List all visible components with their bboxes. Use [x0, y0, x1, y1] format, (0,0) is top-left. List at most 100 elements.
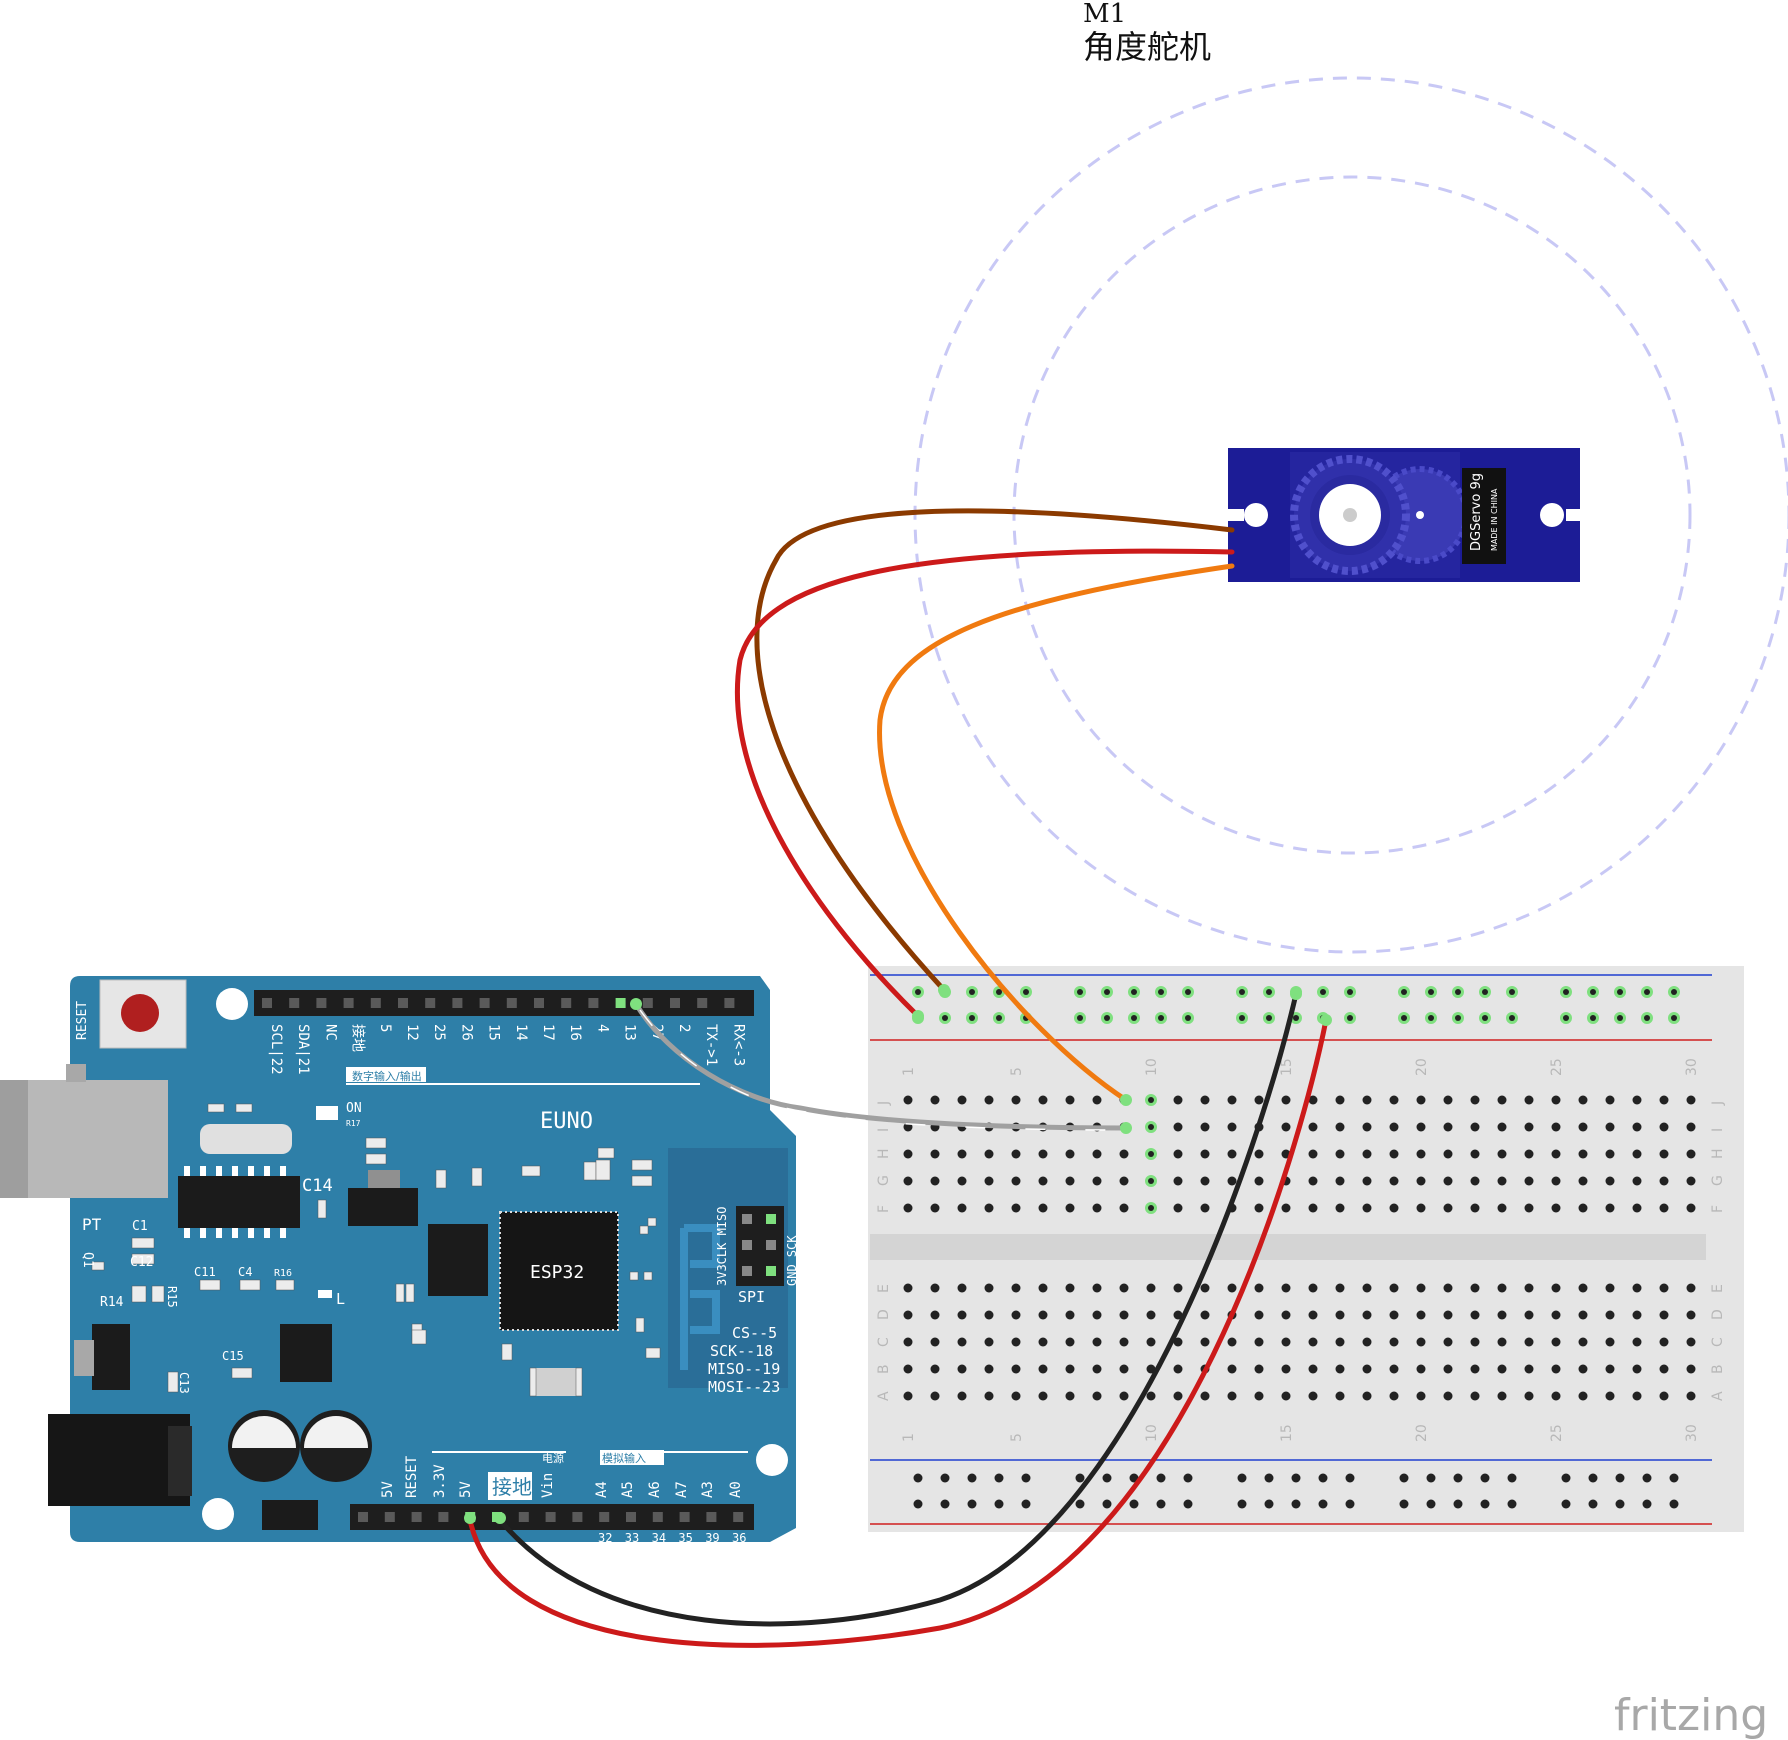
- bb-hole[interactable]: [1389, 1122, 1399, 1132]
- bb-hole[interactable]: [930, 1310, 940, 1320]
- bb-hole[interactable]: [984, 1310, 994, 1320]
- bb-hole[interactable]: [1497, 1149, 1507, 1159]
- header-pin[interactable]: [358, 1512, 368, 1522]
- rail-hole[interactable]: [1237, 1499, 1247, 1509]
- bb-hole[interactable]: [1497, 1337, 1507, 1347]
- bb-hole[interactable]: [1281, 1391, 1291, 1401]
- header-pin[interactable]: [425, 998, 436, 1008]
- bb-hole[interactable]: [1119, 1337, 1129, 1347]
- bb-hole[interactable]: [1416, 1310, 1426, 1320]
- rail-hole[interactable]: [1453, 1499, 1463, 1509]
- bb-hole[interactable]: [1119, 1391, 1129, 1401]
- bb-hole[interactable]: [1200, 1203, 1210, 1213]
- bb-hole[interactable]: [1389, 1203, 1399, 1213]
- rail-hole[interactable]: [1588, 1499, 1598, 1509]
- bb-hole[interactable]: [1578, 1176, 1588, 1186]
- bb-hole[interactable]: [1659, 1391, 1669, 1401]
- rail-hole[interactable]: [1264, 1473, 1274, 1483]
- rail-hole[interactable]: [967, 1473, 977, 1483]
- bb-hole[interactable]: [1497, 1176, 1507, 1186]
- header-pin[interactable]: [642, 998, 653, 1008]
- bb-hole[interactable]: [1281, 1310, 1291, 1320]
- bb-hole[interactable]: [1173, 1391, 1183, 1401]
- bb-hole[interactable]: [1335, 1283, 1345, 1293]
- bb-hole[interactable]: [1281, 1122, 1291, 1132]
- bb-hole[interactable]: [1470, 1149, 1480, 1159]
- rail-hole[interactable]: [1345, 1499, 1355, 1509]
- bb-hole[interactable]: [1281, 1283, 1291, 1293]
- bb-hole[interactable]: [1632, 1364, 1642, 1374]
- bb-hole[interactable]: [1686, 1203, 1696, 1213]
- bb-hole[interactable]: [1146, 1364, 1156, 1374]
- bb-hole[interactable]: [1281, 1095, 1291, 1105]
- rail-hole[interactable]: [1480, 1499, 1490, 1509]
- bb-hole[interactable]: [1254, 1337, 1264, 1347]
- bb-hole[interactable]: [1497, 1095, 1507, 1105]
- bb-hole[interactable]: [1281, 1364, 1291, 1374]
- bb-hole[interactable]: [1578, 1310, 1588, 1320]
- bb-hole[interactable]: [903, 1364, 913, 1374]
- bb-hole[interactable]: [1443, 1095, 1453, 1105]
- rail-hole[interactable]: [1291, 1473, 1301, 1483]
- rail-hole[interactable]: [913, 1473, 923, 1483]
- bb-hole[interactable]: [1551, 1149, 1561, 1159]
- bb-hole[interactable]: [1632, 1310, 1642, 1320]
- header-pin[interactable]: [599, 1512, 610, 1522]
- bb-hole[interactable]: [1308, 1176, 1318, 1186]
- bb-hole[interactable]: [1632, 1122, 1642, 1132]
- bb-hole[interactable]: [1497, 1122, 1507, 1132]
- header-pin[interactable]: [670, 998, 680, 1008]
- bb-hole[interactable]: [1524, 1337, 1534, 1347]
- rail-hole[interactable]: [1102, 1499, 1112, 1509]
- bb-hole[interactable]: [1119, 1176, 1129, 1186]
- header-pin[interactable]: [652, 1512, 663, 1522]
- bb-hole[interactable]: [1605, 1203, 1615, 1213]
- bb-hole[interactable]: [1389, 1149, 1399, 1159]
- header-pin[interactable]: [518, 1512, 529, 1522]
- bb-hole[interactable]: [1362, 1364, 1372, 1374]
- bb-hole[interactable]: [984, 1283, 994, 1293]
- bb-hole[interactable]: [1443, 1149, 1453, 1159]
- bb-hole[interactable]: [1038, 1283, 1048, 1293]
- bb-hole[interactable]: [1200, 1337, 1210, 1347]
- rail-hole[interactable]: [1345, 1473, 1355, 1483]
- rail-hole[interactable]: [1561, 1499, 1571, 1509]
- bb-hole[interactable]: [1416, 1337, 1426, 1347]
- header-pin[interactable]: [506, 998, 517, 1008]
- bb-hole[interactable]: [1497, 1364, 1507, 1374]
- bb-hole[interactable]: [1578, 1391, 1588, 1401]
- bb-hole[interactable]: [1416, 1095, 1426, 1105]
- bb-hole[interactable]: [957, 1364, 967, 1374]
- bb-hole[interactable]: [930, 1283, 940, 1293]
- header-pin[interactable]: [697, 998, 708, 1008]
- bb-hole[interactable]: [984, 1095, 994, 1105]
- header-pin[interactable]: [384, 1512, 395, 1522]
- bb-hole[interactable]: [1389, 1364, 1399, 1374]
- bb-hole[interactable]: [1362, 1203, 1372, 1213]
- bb-hole[interactable]: [1308, 1391, 1318, 1401]
- bb-hole[interactable]: [1065, 1337, 1075, 1347]
- header-pin[interactable]: [438, 1512, 449, 1522]
- bb-hole[interactable]: [1254, 1391, 1264, 1401]
- header-pin[interactable]: [679, 1512, 690, 1522]
- bb-hole[interactable]: [1173, 1122, 1183, 1132]
- header-pin[interactable]: [343, 998, 354, 1008]
- bb-hole[interactable]: [1065, 1364, 1075, 1374]
- bb-hole[interactable]: [1470, 1095, 1480, 1105]
- bb-hole[interactable]: [1443, 1283, 1453, 1293]
- bb-hole[interactable]: [1659, 1095, 1669, 1105]
- bb-hole[interactable]: [1632, 1283, 1642, 1293]
- bb-hole[interactable]: [1686, 1364, 1696, 1374]
- bb-hole[interactable]: [1416, 1122, 1426, 1132]
- bb-hole[interactable]: [984, 1391, 994, 1401]
- rail-hole[interactable]: [967, 1499, 977, 1509]
- bb-hole[interactable]: [1524, 1310, 1534, 1320]
- bb-hole[interactable]: [1092, 1203, 1102, 1213]
- bb-hole[interactable]: [1551, 1310, 1561, 1320]
- bb-hole[interactable]: [903, 1203, 913, 1213]
- bb-hole[interactable]: [1308, 1337, 1318, 1347]
- bb-hole[interactable]: [1659, 1310, 1669, 1320]
- bb-hole[interactable]: [1173, 1364, 1183, 1374]
- rail-hole[interactable]: [1480, 1473, 1490, 1483]
- bb-hole[interactable]: [1416, 1149, 1426, 1159]
